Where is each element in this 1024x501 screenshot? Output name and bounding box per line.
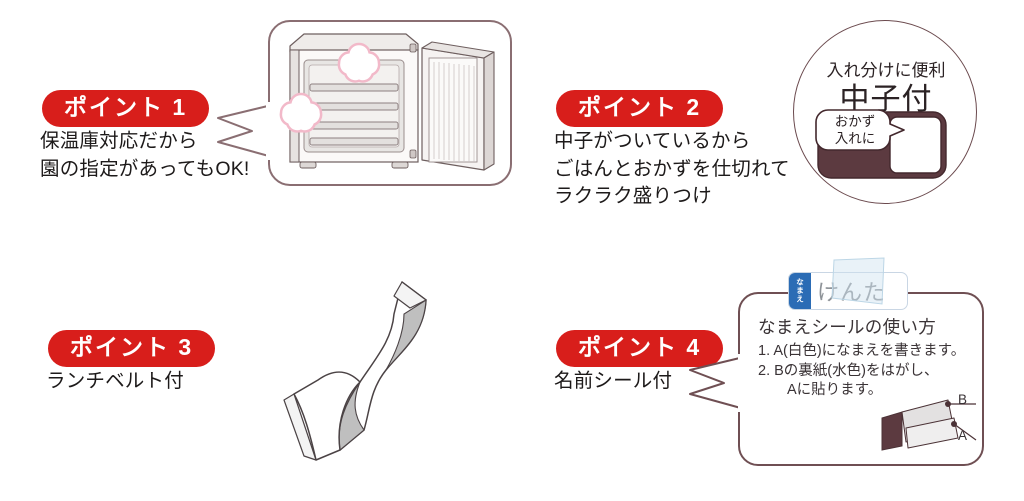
sticker-peel-overlay-icon — [831, 257, 885, 305]
name-sticker: なまえ けんた — [788, 272, 908, 310]
point-2-body-text: 中子がついているから ごはんとおかずを仕切れて ラクラク盛りつけ — [554, 130, 790, 208]
callout-title: なまえシールの使い方 — [758, 317, 936, 337]
point-1-body-text: 保温庫対応だから 園の指定があってもOK! — [40, 130, 250, 180]
okazu-bubble-line-2: 入れに — [834, 131, 876, 146]
point-3-badge: ポイント 3 — [48, 330, 216, 367]
point-4-badge: ポイント 4 — [556, 330, 724, 367]
callout-steps: 1. A(白色)になまえを書きます。 2. Bの裏紙(水色)をはがし、 Aに貼り… — [758, 343, 966, 399]
point-2-badge-label: ポイント 2 — [556, 90, 724, 127]
lunch-belt-illustration — [283, 281, 427, 461]
flower-decoration-icon — [337, 42, 381, 83]
okazu-bubble-line-1: おかず — [834, 114, 876, 129]
warming-cabinet-illustration — [279, 33, 495, 171]
point-4-bubble-tail-icon — [689, 354, 752, 412]
point-1-badge: ポイント 1 — [42, 90, 210, 127]
point-2-badge: ポイント 2 — [556, 90, 724, 127]
sticker-tab-label: なまえ — [789, 273, 811, 309]
sticker-ab-diagram — [881, 399, 977, 451]
point-1-badge-label: ポイント 1 — [42, 90, 210, 127]
circle-lead-text: 入れ分けに便利 — [826, 61, 946, 80]
point-3-badge-label: ポイント 3 — [48, 330, 216, 367]
okazu-speech-bubble — [815, 109, 905, 151]
point-4-body-text: 名前シール付 — [554, 370, 673, 392]
point-4-badge-label: ポイント 4 — [556, 330, 724, 367]
sticker-name-value: けんた — [817, 280, 887, 305]
diagram-label-b: B — [958, 392, 968, 407]
point-1-bubble-tail-icon — [217, 102, 280, 160]
point-3-body-text: ランチベルト付 — [46, 370, 184, 392]
flower-decoration-icon — [279, 92, 323, 133]
diagram-label-a: A — [958, 428, 968, 443]
